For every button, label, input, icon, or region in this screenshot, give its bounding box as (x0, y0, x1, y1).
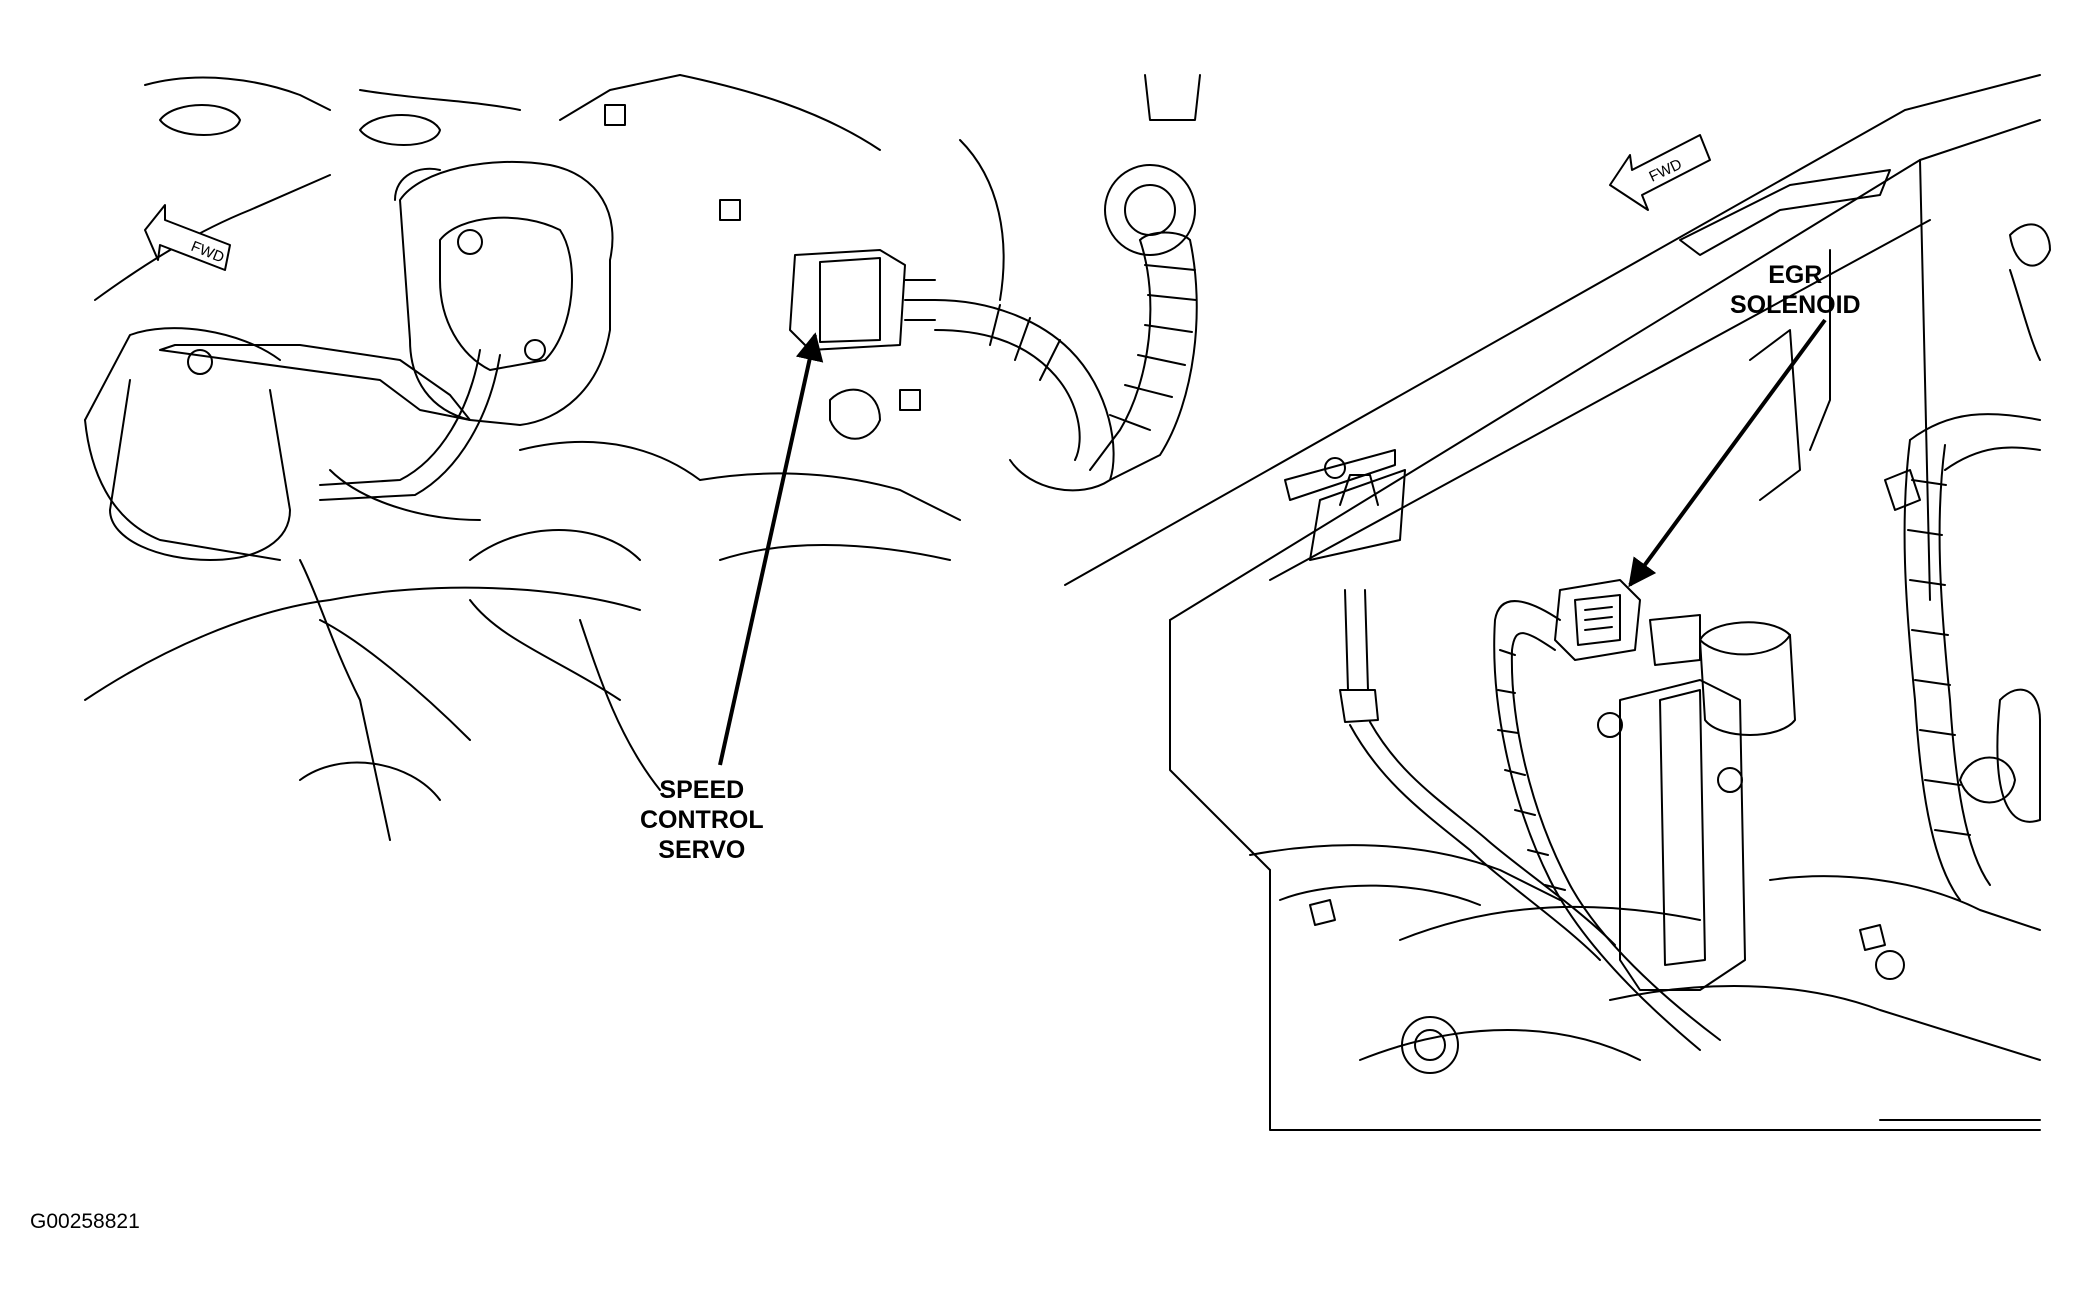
figure-id: G00258821 (30, 1210, 140, 1233)
speed-callout-line-2: CONTROL (640, 806, 764, 834)
egr-callout-line-2: SOLENOID (1730, 291, 1861, 319)
speed-control-servo-callout: SPEED CONTROL SERVO (640, 775, 764, 865)
egr-solenoid-callout: EGR SOLENOID (1730, 260, 1861, 320)
right-engine-illustration (1064, 74, 2051, 1131)
speed-callout-line-3: SERVO (658, 836, 746, 864)
speed-callout-line-1: SPEED (659, 776, 745, 804)
speed-control-servo-leader-arrow (718, 332, 824, 766)
fwd-arrow-left-icon: FWD (144, 204, 231, 271)
egr-solenoid-leader-arrow (1628, 318, 1827, 588)
fwd-arrow-right-icon: FWD (1609, 134, 1711, 211)
egr-callout-line-1: EGR (1768, 261, 1823, 289)
left-engine-illustration (84, 74, 1201, 841)
